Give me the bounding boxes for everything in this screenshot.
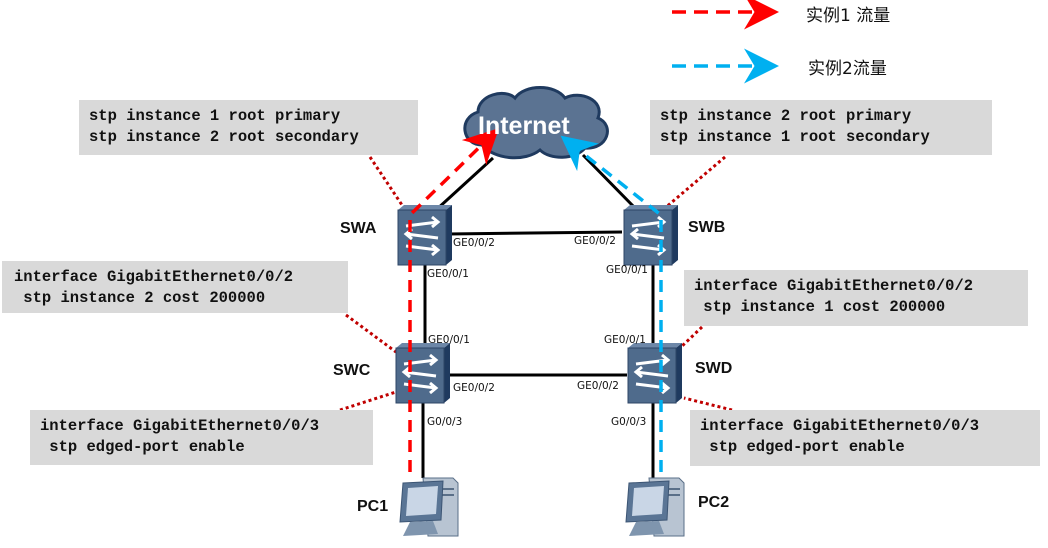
internet-label: Internet bbox=[478, 112, 570, 140]
config-line: stp edged-port enable bbox=[700, 438, 905, 456]
switch-swb-icon bbox=[622, 203, 680, 267]
link-swa-swb bbox=[447, 230, 623, 236]
config-line: stp instance 1 cost 200000 bbox=[694, 298, 946, 316]
swd-label: SWD bbox=[695, 360, 733, 377]
links bbox=[421, 153, 655, 478]
swa-label: SWA bbox=[340, 220, 377, 237]
port-label: GE0/0/2 bbox=[574, 235, 616, 247]
switch-swc-icon bbox=[394, 341, 452, 405]
config-line: stp instance 2 root secondary bbox=[89, 128, 359, 146]
instance2-traffic-path bbox=[560, 135, 663, 472]
port-label: GE0/0/2 bbox=[577, 380, 619, 392]
port-label: GE0/0/1 bbox=[606, 264, 648, 276]
swd-edge-config-box: interface GigabitEthernet0/0/3 stp edged… bbox=[690, 410, 1040, 466]
link-internet-swa bbox=[434, 156, 495, 212]
port-label: G0/0/3 bbox=[427, 416, 463, 428]
swc-uplink-config-box: interface GigabitEthernet0/0/2 stp insta… bbox=[2, 261, 348, 313]
config-line: stp instance 2 root primary bbox=[660, 107, 912, 125]
port-label: G0/0/3 bbox=[611, 416, 647, 428]
config-line: interface GigabitEthernet0/0/3 bbox=[700, 417, 980, 435]
swc-edge-config-box: interface GigabitEthernet0/0/3 stp edged… bbox=[30, 410, 373, 465]
swc-label: SWC bbox=[333, 362, 371, 379]
swb-label: SWB bbox=[688, 219, 726, 236]
config-line: interface GigabitEthernet0/0/2 bbox=[14, 268, 294, 286]
link-internet-swb bbox=[581, 153, 637, 210]
config-line: stp instance 1 root primary bbox=[89, 107, 341, 125]
port-label: GE0/0/2 bbox=[453, 382, 495, 394]
config-line: stp edged-port enable bbox=[40, 438, 245, 456]
port-label: GE0/0/1 bbox=[428, 334, 470, 346]
port-label: GE0/0/1 bbox=[604, 334, 646, 346]
pc1-icon bbox=[399, 477, 459, 537]
switch-swd-icon bbox=[626, 341, 684, 405]
config-pointers bbox=[339, 155, 733, 412]
pc1-label: PC1 bbox=[357, 498, 389, 515]
legend-instance2-label: 实例2流量 bbox=[808, 59, 887, 79]
config-line: stp instance 2 cost 200000 bbox=[14, 289, 266, 307]
swd-uplink-config-box: interface GigabitEthernet0/0/2 stp insta… bbox=[684, 270, 1028, 326]
port-label: GE0/0/2 bbox=[453, 237, 495, 249]
config-line: interface GigabitEthernet0/0/2 bbox=[694, 277, 974, 295]
swa-config-box: stp instance 1 root primary stp instance … bbox=[79, 100, 418, 155]
legend-instance1-label: 实例1 流量 bbox=[806, 6, 891, 26]
config-line: stp instance 1 root secondary bbox=[660, 128, 930, 146]
pc2-icon bbox=[625, 477, 685, 537]
swb-config-box: stp instance 2 root primary stp instance … bbox=[650, 100, 992, 155]
port-label: GE0/0/1 bbox=[427, 268, 469, 280]
pc2-label: PC2 bbox=[698, 494, 730, 511]
instance1-traffic-path bbox=[408, 128, 500, 472]
config-line: interface GigabitEthernet0/0/3 bbox=[40, 417, 320, 435]
switch-swa-icon bbox=[396, 203, 454, 267]
